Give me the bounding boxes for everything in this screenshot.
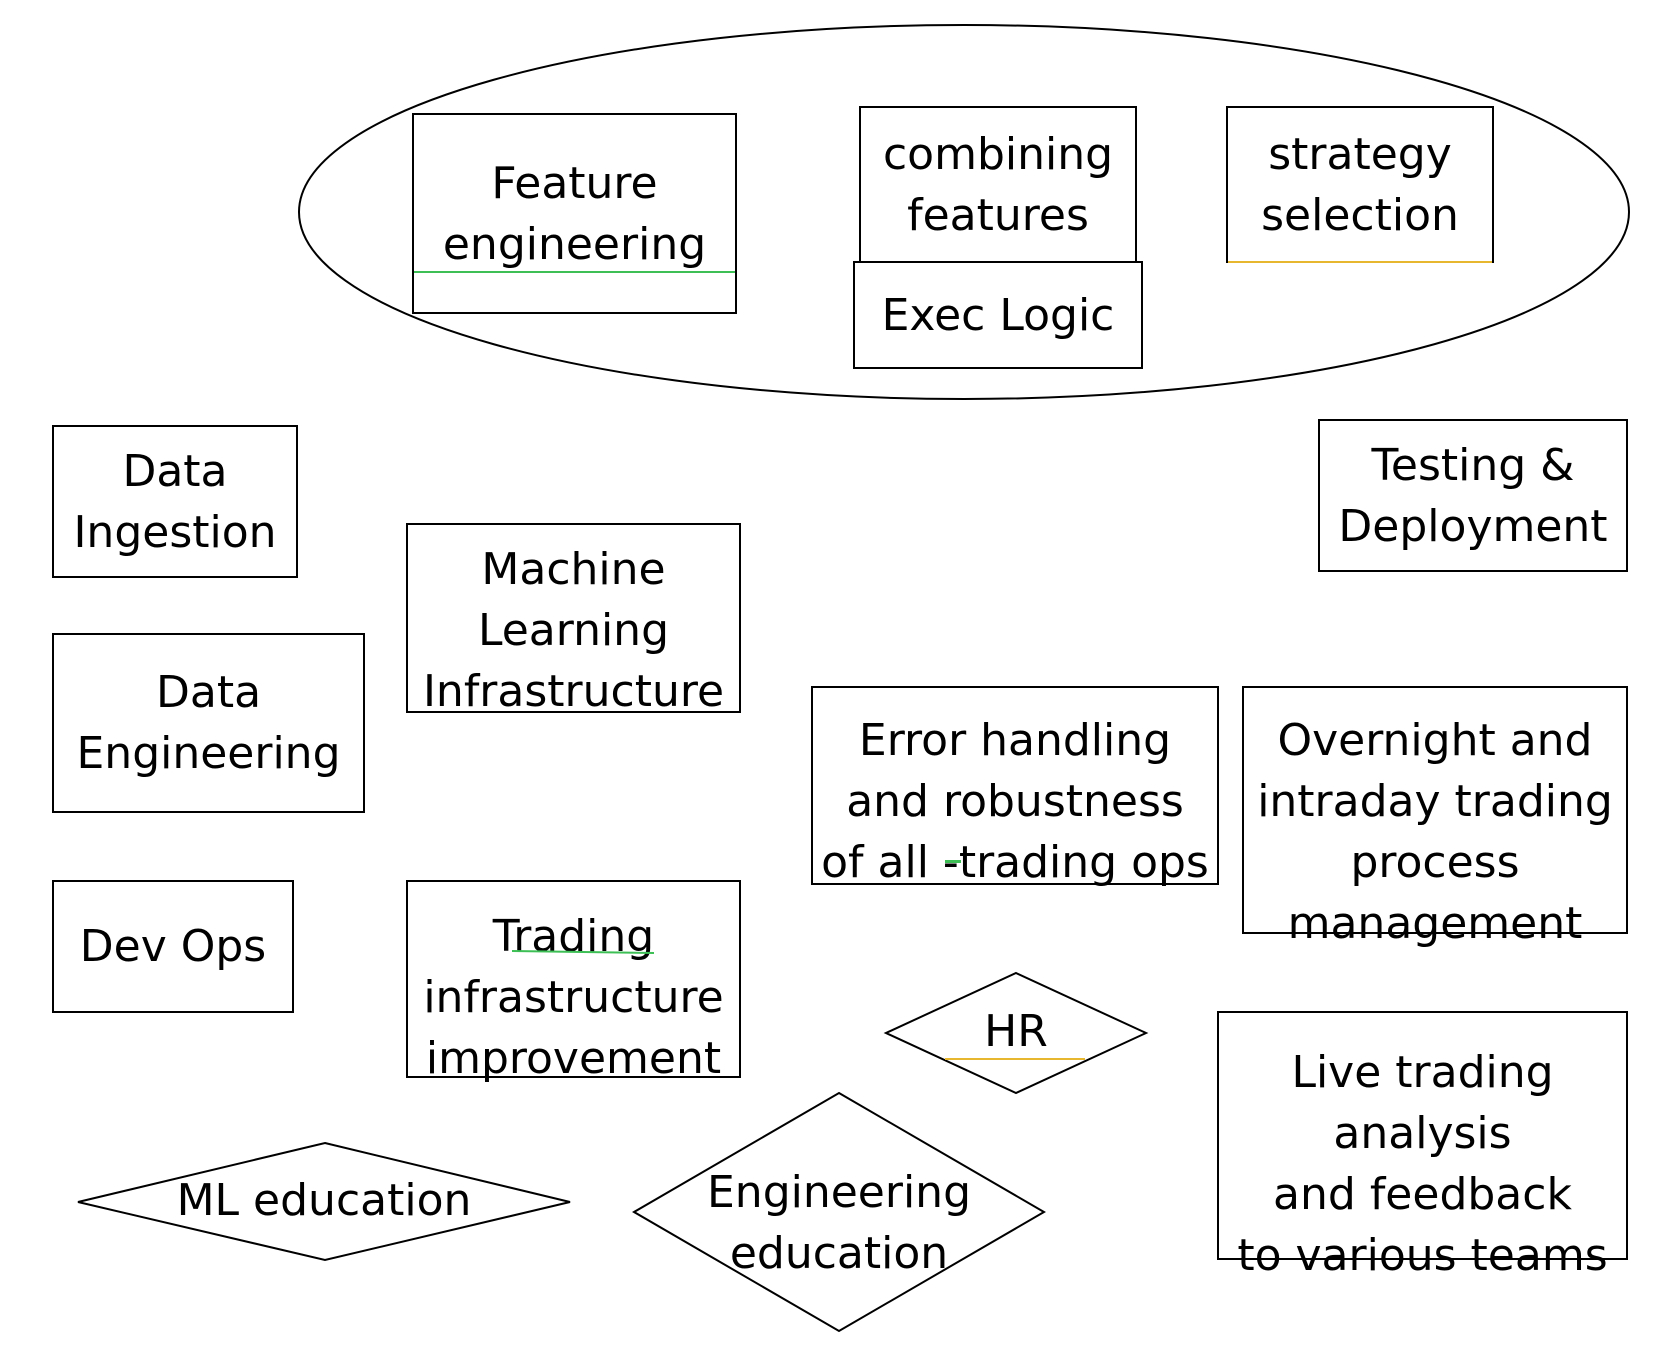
error-handling-green-mark: [945, 860, 961, 863]
engineering-education-label[interactable]: Engineering education: [707, 1167, 971, 1279]
live-trading-label: Live trading analysis and feedback to va…: [1237, 1047, 1608, 1281]
feature-engineering-green-mark: [414, 271, 735, 273]
strategy-selection-yellow-mark: [1228, 261, 1492, 263]
strategy-selection-label: strategy selection: [1261, 128, 1459, 241]
ml-education-diamond: [77, 1141, 571, 1262]
combining-features-label: combining features: [882, 128, 1114, 241]
live-trading-box[interactable]: Live trading analysis and feedback to va…: [1217, 1011, 1628, 1281]
overnight-intraday-label: Overnight and intraday trading process m…: [1257, 715, 1613, 949]
error-handling-box[interactable]: Error handling and robustness of all -tr…: [811, 686, 1219, 888]
feature-engineering-label: Feature engineering: [442, 157, 707, 270]
trading-infrastructure-box[interactable]: Trading infrastructure improvement: [406, 880, 741, 1084]
testing-deployment-label: Testing & Deployment: [1338, 439, 1608, 552]
data-engineering-label: Data Engineering: [76, 667, 341, 779]
dev-ops-label: Dev Ops: [79, 921, 267, 972]
exec-logic-label: Exec Logic: [881, 289, 1115, 341]
feature-engineering-box[interactable]: Feature engineering: [412, 113, 737, 314]
combining-features-box[interactable]: combining features: [859, 106, 1137, 263]
ml-infrastructure-label: Machine Learning Infrastructure: [422, 544, 725, 717]
exec-logic-box[interactable]: Exec Logic: [853, 261, 1143, 369]
trading-infrastructure-label: Trading infrastructure improvement: [423, 911, 724, 1084]
hr-yellow-mark: [945, 1058, 1085, 1060]
strategy-selection-box[interactable]: strategy selection: [1226, 106, 1494, 263]
ml-infrastructure-box[interactable]: Machine Learning Infrastructure: [406, 523, 741, 717]
data-engineering-box[interactable]: Data Engineering: [52, 633, 365, 813]
data-ingestion-box[interactable]: Data Ingestion: [52, 425, 298, 578]
data-ingestion-label: Data Ingestion: [73, 445, 277, 558]
overnight-intraday-box[interactable]: Overnight and intraday trading process m…: [1242, 686, 1628, 949]
error-handling-label: Error handling and robustness of all -tr…: [821, 715, 1209, 888]
dev-ops-box[interactable]: Dev Ops: [52, 880, 294, 1013]
ml-education-label[interactable]: ML education: [176, 1175, 472, 1226]
hr-diamond: [883, 971, 1149, 1095]
engineering-education-diamond: [632, 1091, 1046, 1333]
research-group-ellipse: [298, 24, 1630, 400]
testing-deployment-box[interactable]: Testing & Deployment: [1318, 419, 1628, 572]
hr-label[interactable]: HR: [984, 1006, 1048, 1057]
